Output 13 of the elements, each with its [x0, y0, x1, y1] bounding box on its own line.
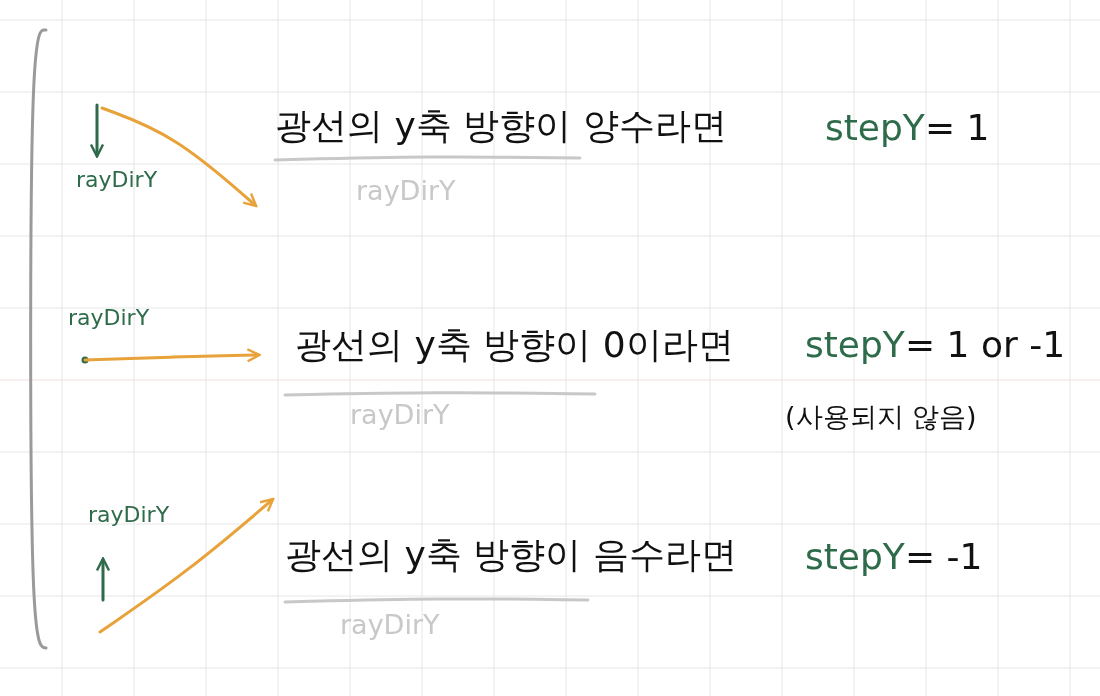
- handwritten-note: (사용되지 않음): [785, 402, 977, 432]
- handwritten-note: stepY: [825, 108, 925, 148]
- handwritten-note: 광선의 y축 방향이 음수라면: [285, 535, 737, 575]
- handwritten-note: = -1: [905, 537, 983, 577]
- handwritten-note: 광선의 y축 방향이 0이라면: [295, 325, 734, 365]
- handwritten-note: stepY: [805, 537, 905, 577]
- handwritten-note: rayDirY: [76, 168, 158, 193]
- handwritten-note: rayDirY: [88, 503, 170, 528]
- handwritten-note: = 1 or -1: [905, 325, 1066, 365]
- handwritten-note: rayDirY: [68, 306, 150, 331]
- handwritten-note: = 1: [925, 108, 990, 148]
- handwritten-note: stepY: [805, 325, 905, 365]
- handwritten-note: 광선의 y축 방향이 양수라면: [275, 106, 727, 146]
